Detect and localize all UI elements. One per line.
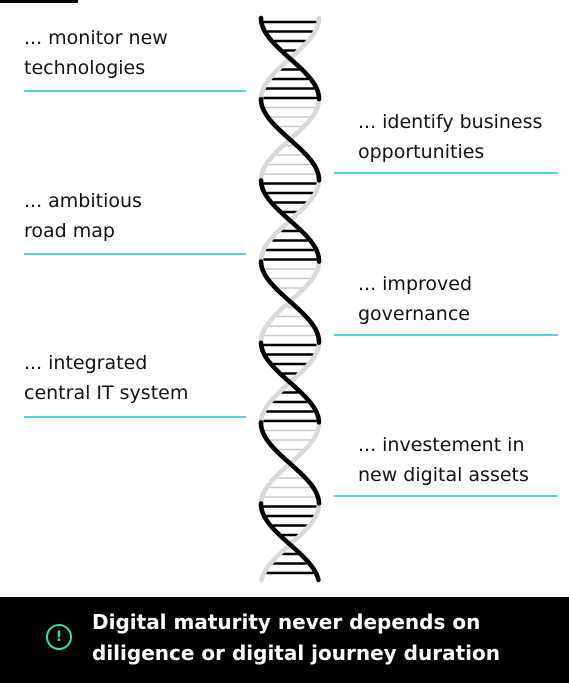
top-rule — [0, 0, 78, 3]
footer-banner: ! Digital maturity never depends on dili… — [0, 597, 569, 683]
label-line-1: ... investement in — [358, 434, 525, 456]
label-ambitious-road-map: ... ambitious road map — [24, 186, 142, 246]
dna-helix — [258, 15, 322, 583]
footer-line-2: diligence or digital journey duration — [92, 641, 500, 665]
label-line-2: governance — [358, 303, 470, 325]
label-investement-new-digital-assets: ... investement in new digital assets — [358, 430, 529, 490]
footer-message: Digital maturity never depends on dilige… — [92, 607, 552, 669]
label-line-1: ... improved — [358, 273, 473, 295]
label-monitor-new-technologies: ... monitor new technologies — [24, 23, 168, 83]
label-line-1: ... identify business — [358, 111, 543, 133]
label-line-1: ... ambitious — [24, 190, 142, 212]
accent-line — [24, 253, 246, 255]
label-identify-business-opportunities: ... identify business opportunities — [358, 107, 542, 167]
label-line-2: road map — [24, 220, 115, 242]
label-line-2: opportunities — [358, 141, 485, 163]
accent-line — [334, 334, 558, 336]
exclamation-circle-icon: ! — [46, 624, 72, 650]
accent-line — [334, 172, 558, 174]
label-improved-governance: ... improved governance — [358, 269, 472, 329]
label-line-2: technologies — [24, 57, 146, 79]
label-line-1: ... integrated — [24, 352, 148, 374]
accent-line — [334, 495, 558, 497]
label-line-2: new digital assets — [358, 464, 529, 486]
label-line-1: ... monitor new — [24, 27, 168, 49]
accent-line — [24, 90, 246, 92]
label-integrated-central-it-system: ... integrated central IT system — [24, 348, 188, 408]
label-line-2: central IT system — [24, 382, 189, 404]
accent-line — [24, 416, 246, 418]
footer-line-1: Digital maturity never depends on — [92, 610, 481, 634]
